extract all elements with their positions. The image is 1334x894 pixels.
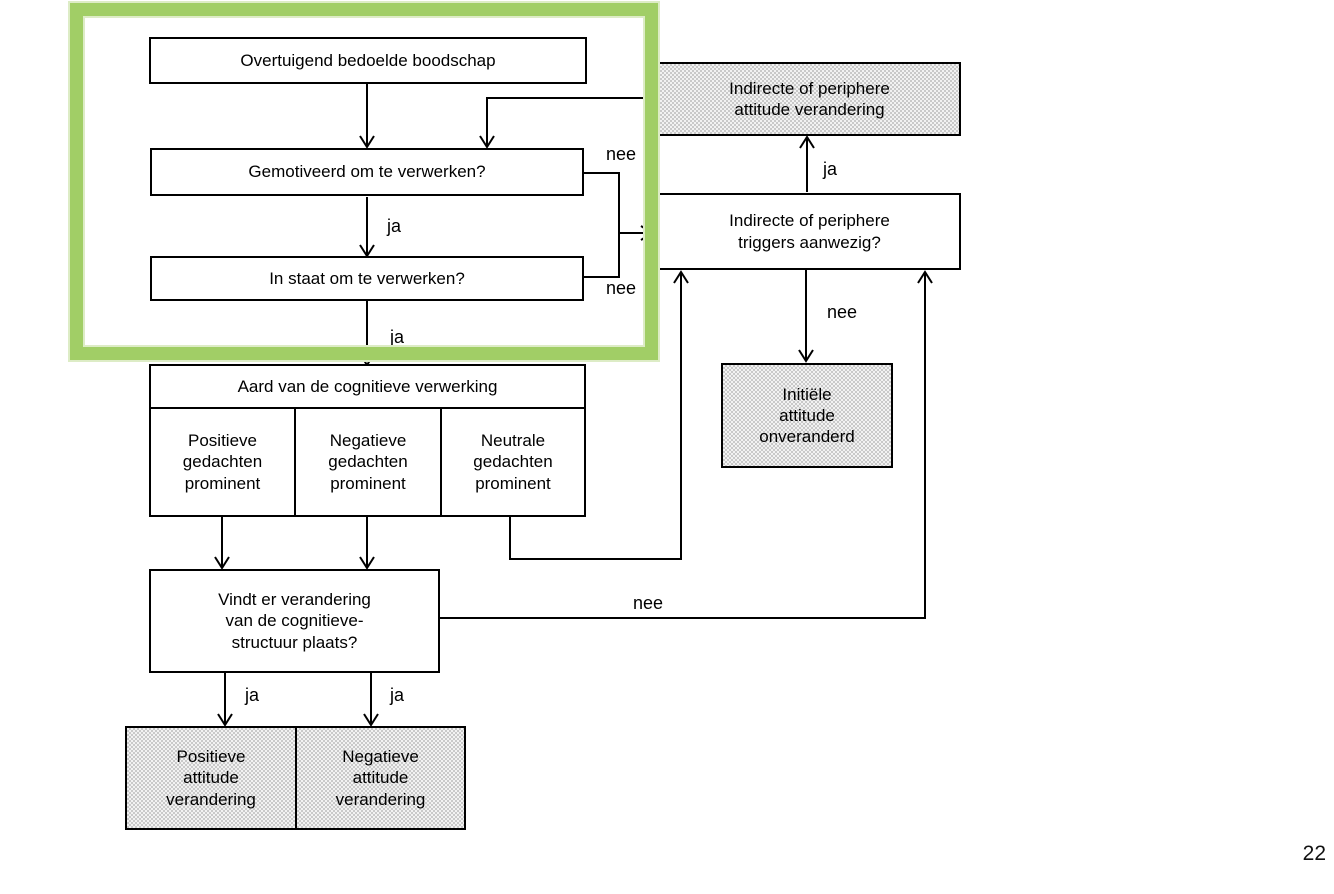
page-number: 22 <box>1302 842 1326 865</box>
node-positieve-attitude-verandering: Positieve attitude verandering <box>125 726 297 830</box>
node-aard-cognitieve-verwerking: Aard van de cognitieve verwerking <box>149 364 586 409</box>
edge-label-ja-in-staat: ja <box>390 327 405 347</box>
node-gemotiveerd-verwerken: Gemotiveerd om te verwerken? <box>150 148 584 196</box>
node-negatieve-gedachten: Negatieve gedachten prominent <box>294 407 442 517</box>
edge-label-nee-gemotiveerd: nee <box>606 144 637 164</box>
node-negatieve-attitude-verandering: Negatieve attitude verandering <box>295 726 466 830</box>
node-vindt-verandering: Vindt er verandering van de cognitieve- … <box>149 569 440 673</box>
node-neutrale-gedachten: Neutrale gedachten prominent <box>440 407 586 517</box>
edge-label-ja-gemotiveerd: ja <box>387 216 402 236</box>
edge-label-nee-vindt: nee <box>633 593 664 613</box>
node-initiele-attitude-onveranderd: Initiële attitude onveranderd <box>721 363 893 468</box>
node-overtuigend-boodschap: Overtuigend bedoelde boodschap <box>149 37 587 84</box>
edge-label-ja-vindt-negatief: ja <box>390 685 405 705</box>
node-indirecte-attitude-verandering: Indirecte of periphere attitude verander… <box>658 62 961 136</box>
node-in-staat-verwerken: In staat om te verwerken? <box>150 256 584 301</box>
node-indirecte-triggers-aanwezig: Indirecte of periphere triggers aanwezig… <box>658 193 961 270</box>
flow-lines <box>221 83 926 723</box>
node-positieve-gedachten: Positieve gedachten prominent <box>149 407 296 517</box>
edge-label-nee-triggers: nee <box>827 302 858 322</box>
edge-label-ja-triggers: ja <box>823 159 838 179</box>
edge-label-ja-vindt-positief: ja <box>245 685 260 705</box>
edge-label-nee-in-staat: nee <box>606 278 637 298</box>
